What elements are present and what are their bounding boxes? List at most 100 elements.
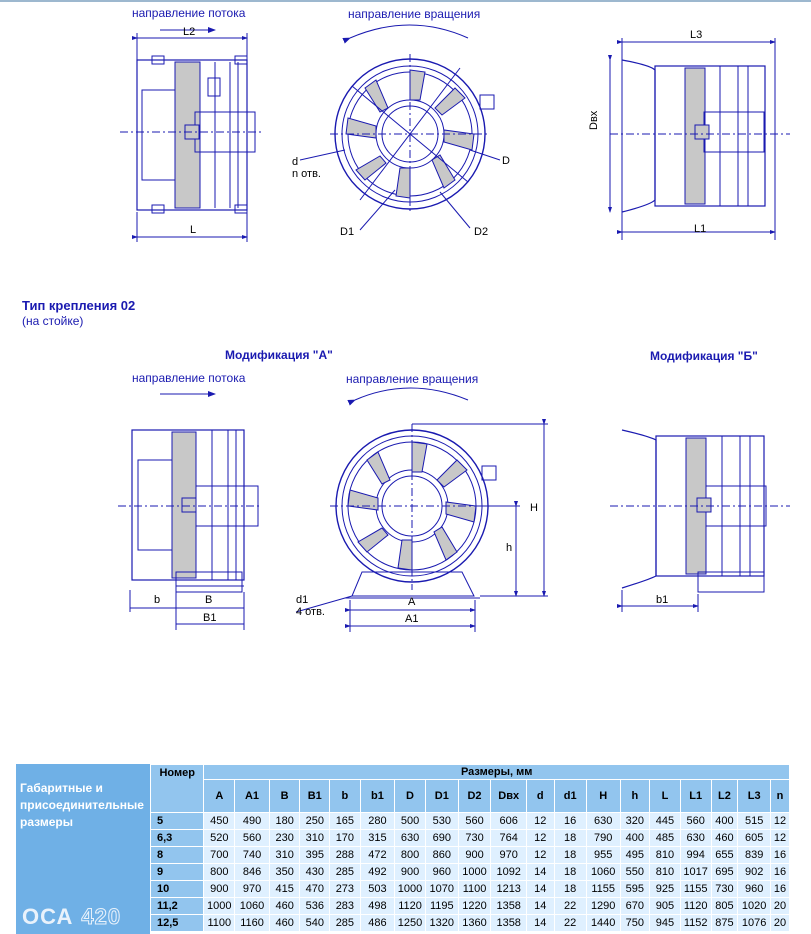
table-cell: 1020 — [737, 897, 772, 915]
table-cell: 230 — [268, 829, 301, 847]
table-cell: 288 — [329, 846, 361, 864]
dim-L3: L3 — [690, 29, 703, 41]
table-cell: 515 — [737, 812, 772, 830]
column-header-10: d — [526, 779, 555, 813]
table-cell: 400 — [710, 812, 739, 830]
row-number: 8 — [149, 846, 205, 864]
column-header-1: A1 — [234, 779, 270, 813]
table-cell: 875 — [710, 914, 739, 932]
table-cell: 503 — [359, 880, 396, 898]
table-cell: 460 — [268, 914, 301, 932]
table-cell: 486 — [359, 914, 396, 932]
table-cell: 450 — [203, 812, 236, 830]
table-cell: 350 — [268, 863, 301, 881]
rotation-direction-label-top: направление вращения — [348, 7, 481, 21]
table-cell: 12 — [526, 829, 555, 847]
table-cell: 540 — [299, 914, 331, 932]
column-header-5: b1 — [359, 779, 396, 813]
table-cell: 520 — [203, 829, 236, 847]
table-cell: 14 — [526, 863, 555, 881]
table-cell: 22 — [553, 897, 587, 915]
dim-b1: b1 — [656, 594, 669, 606]
dim-d: d — [292, 156, 299, 168]
table-cell: 560 — [457, 812, 492, 830]
table-cell: 490 — [234, 812, 270, 830]
side-view-bottom-left — [118, 391, 262, 630]
column-header-16: L2 — [710, 779, 739, 813]
table-cell: 1358 — [490, 897, 528, 915]
table-cell: 630 — [394, 829, 426, 847]
table-cell: 400 — [619, 829, 651, 847]
table-cell: 740 — [234, 846, 270, 864]
table-cell: 1100 — [203, 914, 236, 932]
table-cell: 1076 — [737, 914, 772, 932]
table-cell: 14 — [526, 914, 555, 932]
table-cell: 500 — [394, 812, 426, 830]
table-cell: 670 — [619, 897, 651, 915]
table-cell: 902 — [737, 863, 772, 881]
dim-L: L — [190, 224, 197, 236]
table-cell: 165 — [329, 812, 361, 830]
column-header-17: L3 — [737, 779, 772, 813]
table-cell: 472 — [359, 846, 396, 864]
column-header-0: A — [203, 779, 236, 813]
table-cell: 180 — [268, 812, 301, 830]
dim-b: b — [154, 594, 161, 606]
dim-D: D — [502, 155, 510, 167]
table-cell: 655 — [710, 846, 739, 864]
table-cell: 700 — [203, 846, 236, 864]
table-cell: 905 — [649, 897, 681, 915]
table-cell: 16 — [770, 880, 790, 898]
table-cell: 12 — [770, 812, 790, 830]
rotation-direction-label-bottom: направление вращения — [346, 372, 479, 386]
column-header-12: H — [585, 779, 621, 813]
table-cell: 695 — [710, 863, 739, 881]
column-header-2: B — [268, 779, 301, 813]
table-cell: 595 — [619, 880, 651, 898]
table-cell: 1320 — [424, 914, 459, 932]
table-cell: 1195 — [424, 897, 459, 915]
table-cell: 1000 — [203, 897, 236, 915]
front-view-top — [299, 24, 501, 231]
dim-H: H — [530, 502, 538, 514]
table-cell: 16 — [553, 812, 587, 830]
table-cell: 839 — [737, 846, 772, 864]
table-cell: 1220 — [457, 897, 492, 915]
dim-h: h — [506, 542, 513, 554]
table-cell: 764 — [490, 829, 528, 847]
table-cell: 395 — [299, 846, 331, 864]
header-nomer: Номер — [149, 764, 205, 813]
row-number: 12,5 — [149, 914, 205, 932]
table-cell: 970 — [234, 880, 270, 898]
table-cell: 970 — [490, 846, 528, 864]
column-header-3: B1 — [299, 779, 331, 813]
table-cell: 560 — [679, 812, 712, 830]
table-cell: 22 — [553, 914, 587, 932]
table-cell: 805 — [710, 897, 739, 915]
table-cell: 536 — [299, 897, 331, 915]
table-cell: 415 — [268, 880, 301, 898]
dim-n-holes: n отв. — [292, 168, 321, 180]
table-cell: 1120 — [679, 897, 712, 915]
table-cell: 470 — [299, 880, 331, 898]
table-cell: 16 — [770, 846, 790, 864]
table-cell: 1060 — [234, 897, 270, 915]
dim-L2: L2 — [183, 26, 196, 38]
table-cell: 14 — [526, 880, 555, 898]
table-cell: 730 — [710, 880, 739, 898]
table-cell: 1000 — [457, 863, 492, 881]
table-cell: 445 — [649, 812, 681, 830]
table-cell: 550 — [619, 863, 651, 881]
table-cell: 273 — [329, 880, 361, 898]
table-cell: 1213 — [490, 880, 528, 898]
table-cell: 1290 — [585, 897, 621, 915]
table-cell: 315 — [359, 829, 396, 847]
drawings — [118, 24, 790, 632]
table-cell: 1000 — [394, 880, 426, 898]
model-series: ОСА — [22, 904, 74, 929]
header-units: Размеры, мм — [203, 764, 790, 780]
table-cell: 800 — [203, 863, 236, 881]
